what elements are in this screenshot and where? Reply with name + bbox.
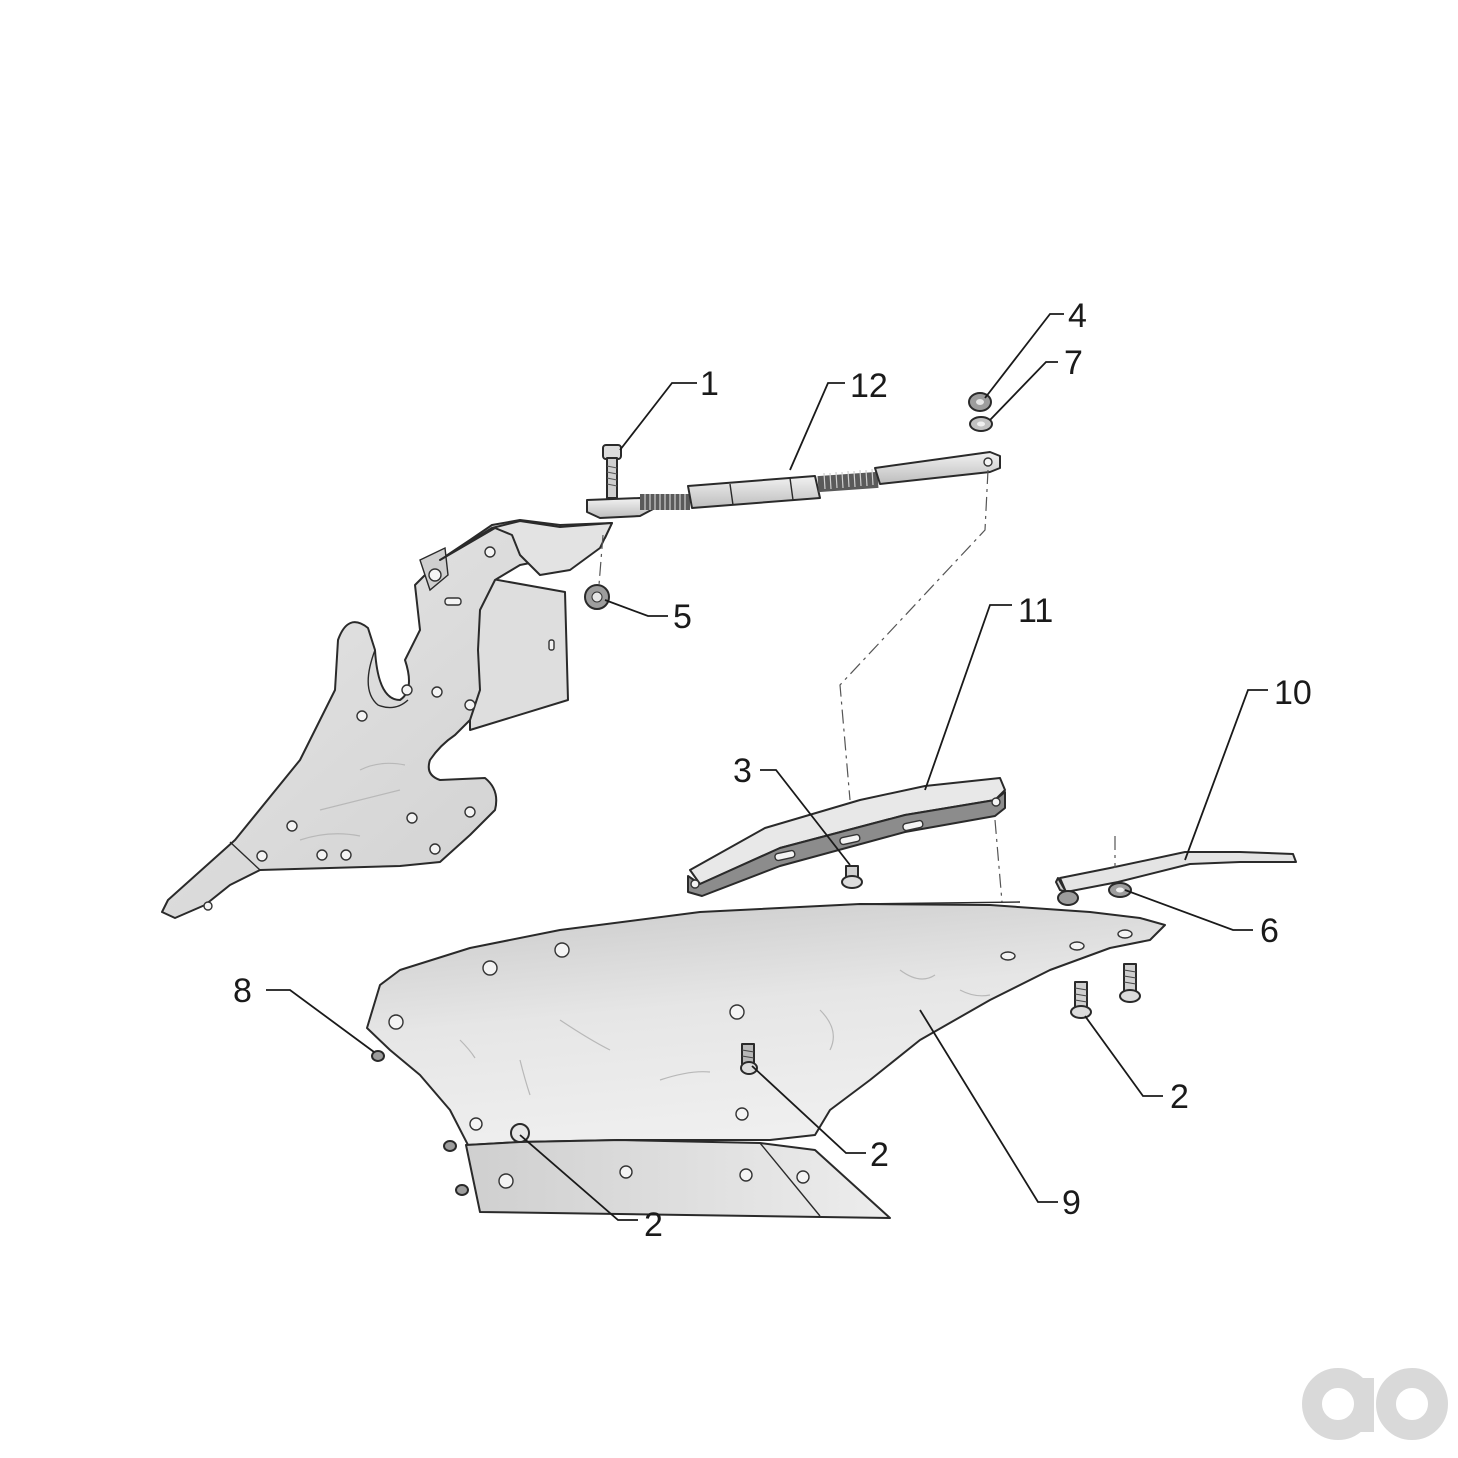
ploughshare [465, 1139, 891, 1219]
ao-logo-icon [1302, 1368, 1448, 1440]
nut-5 [584, 584, 610, 610]
support-bar-11 [687, 777, 1006, 897]
frog-bracket [161, 519, 613, 919]
bolt-2-right-a [1070, 981, 1092, 1019]
mouldboard-scuffs [459, 969, 991, 1096]
callout-9: 9 [1062, 1184, 1081, 1222]
washer-7 [969, 416, 993, 432]
nut-8 [371, 1050, 385, 1062]
callout-4: 4 [1068, 297, 1087, 335]
turnbuckle-rod-12 [586, 451, 1001, 519]
washer-6 [1108, 882, 1132, 898]
thread-right [817, 468, 879, 493]
rod-10 [1055, 851, 1297, 893]
mouldboard-9 [366, 901, 1166, 1146]
frog-holes [203, 546, 555, 911]
callout-7: 7 [1064, 344, 1083, 382]
callout-8: 8 [233, 972, 252, 1010]
thread-left [640, 494, 690, 510]
frog-scuffs [299, 762, 406, 841]
bolt-3 [841, 865, 863, 889]
share-holes [498, 1165, 810, 1189]
mouldboard-holes [388, 929, 1133, 1131]
callout-5: 5 [673, 598, 692, 636]
small-nut-left-b [455, 1184, 469, 1196]
callout-2-bottom: 2 [644, 1206, 663, 1244]
bolt-2-bottom [510, 1123, 530, 1143]
bolt-1 [602, 444, 622, 499]
callout-12: 12 [850, 367, 888, 405]
nut-near-rod-10 [1057, 890, 1079, 906]
callout-11: 11 [1018, 592, 1053, 630]
small-nut-left-a [443, 1140, 457, 1152]
callout-10: 10 [1274, 674, 1312, 712]
callout-6: 6 [1260, 912, 1279, 950]
callout-2-center: 2 [870, 1136, 889, 1174]
callout-2-right: 2 [1170, 1078, 1189, 1116]
callout-numbers: 1 12 4 7 5 11 10 3 6 8 2 2 2 9 [233, 297, 1312, 1244]
leader-lines [266, 313, 1268, 1221]
callout-3: 3 [733, 752, 752, 790]
callout-1: 1 [700, 365, 719, 403]
bolt-2-right-b [1119, 963, 1141, 1003]
bolt-2-center [740, 1043, 758, 1075]
